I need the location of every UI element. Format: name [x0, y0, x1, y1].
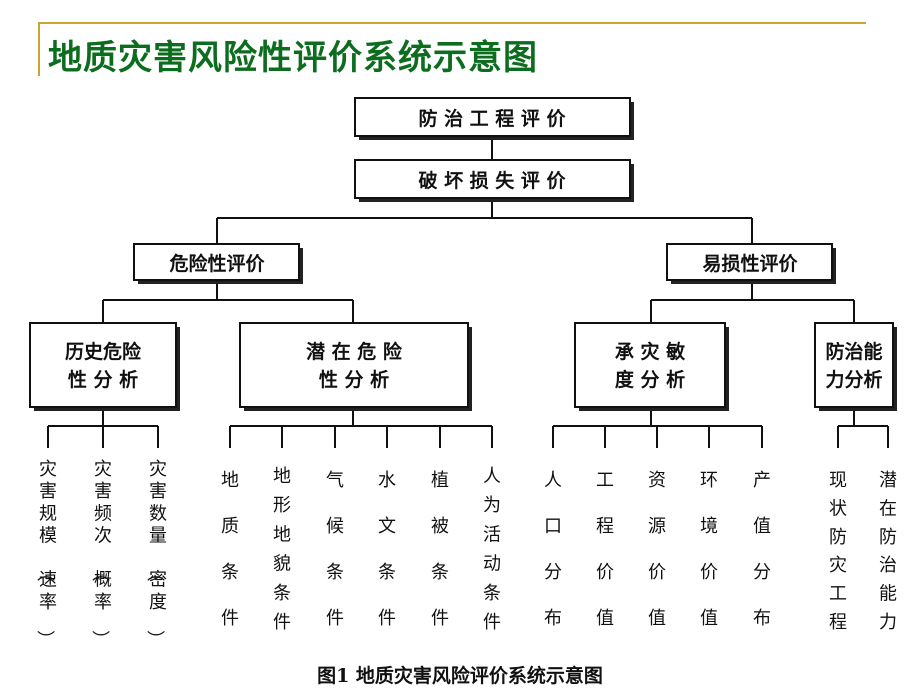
leaf-3-3: 资源价值 [648, 470, 666, 629]
leaf-2-6: 人为活动条件 [483, 466, 501, 633]
leaf-1-3: 灾害数量（密度） [144, 459, 167, 648]
leaf-3-2: 工程价值 [596, 470, 614, 629]
box-damage-loss-evaluation: 破 坏 损 失 评 价 [354, 159, 634, 202]
box-exposure-sensitivity: 承 灾 敏 度 分 析 [574, 322, 729, 411]
box-historical-hazard: 历史危险 性 分 析 [29, 322, 180, 411]
title-accent-bar [38, 22, 40, 76]
potential-hazard-line1: 潜 在 危 险 [306, 340, 403, 363]
leaf-4-1: 现状防灾工程 [829, 470, 847, 633]
connector-lines [47, 137, 889, 448]
exposure-sensitivity-line2: 度 分 析 [615, 368, 685, 391]
box-protection-evaluation: 防 治 工 程 评 价 [354, 97, 634, 140]
historical-hazard-line2: 性 分 析 [68, 368, 138, 391]
slide-title: 地质灾害风险性评价系统示意图 [48, 38, 538, 78]
leaf-1-2: 灾害频次（概率） [89, 459, 112, 648]
leaf-1-1: 灾害规模（速率） [34, 459, 57, 648]
box-potential-hazard: 潜 在 危 险 性 分 析 [239, 322, 472, 411]
leaf-2-3: 气候条件 [326, 470, 344, 629]
leaf-4-2: 潜在防治能力 [879, 470, 897, 633]
potential-hazard-line2: 性 分 析 [319, 368, 389, 391]
box-prevention-capacity: 防治能 力分析 [814, 322, 897, 411]
leaf-3-5: 产值分布 [753, 470, 771, 629]
leaf-factors: 灾害规模（速率） 灾害频次（概率） 灾害数量（密度） 地质条件 地形地貌条件 气候条件 水文… [34, 459, 897, 648]
leaf-2-1: 地质条件 [221, 470, 239, 629]
leaf-3-1: 人口分布 [544, 470, 562, 629]
leaf-2-5: 植被条件 [431, 470, 449, 629]
prevention-capacity-line2: 力分析 [825, 368, 882, 391]
leaf-3-4: 环境价值 [700, 470, 718, 629]
leaf-2-4: 水文条件 [378, 470, 396, 629]
box-vulnerability-evaluation: 易损性评价 [666, 243, 836, 284]
historical-hazard-line1: 历史危险 [65, 340, 142, 363]
leaf-2-2: 地形地貌条件 [273, 466, 291, 633]
exposure-sensitivity-line1: 承 灾 敏 [615, 340, 685, 363]
prevention-capacity-line1: 防治能 [825, 340, 882, 363]
title-accent-line [38, 22, 866, 24]
box-protection-evaluation-label: 防 治 工 程 评 价 [418, 107, 566, 130]
box-vulnerability-label: 易损性评价 [702, 252, 798, 275]
box-hazard-label: 危险性评价 [169, 252, 265, 275]
figure-caption: 图1 地质灾害风险评价系统示意图 [317, 664, 603, 687]
box-damage-loss-label: 破 坏 损 失 评 价 [418, 169, 566, 192]
box-hazard-evaluation: 危险性评价 [133, 243, 303, 284]
